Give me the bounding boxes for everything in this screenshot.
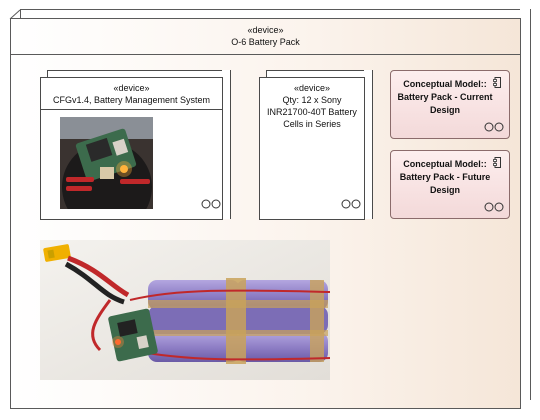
cells-node[interactable]: «device» Qty: 12 x Sony INR21700-40T Bat… xyxy=(259,77,365,220)
component-current-line-1: Conceptual Model:: xyxy=(403,79,487,89)
cells-node-side xyxy=(364,70,373,219)
cells-bottom-row xyxy=(148,332,328,362)
component-future-line-2: Battery Pack - Future xyxy=(399,172,491,182)
package-header: «device» O-6 Battery Pack xyxy=(10,18,521,55)
bms-node-title: CFGv1.4, Battery Management System xyxy=(52,95,211,105)
bms-photo xyxy=(60,117,153,209)
package-title: O-6 Battery Pack xyxy=(231,37,300,47)
cells-node-stereotype: «device» xyxy=(293,83,331,93)
component-future-design-label: Conceptual Model:: Battery Pack - Future… xyxy=(397,158,493,197)
cells-node-header: «device» Qty: 12 x Sony INR21700-40T Bat… xyxy=(260,78,364,130)
package-stereotype: «device» xyxy=(247,25,284,35)
battery-pack-photo xyxy=(40,240,330,380)
component-future-line-3: Design xyxy=(429,185,460,195)
bms-node-stereotype: «device» xyxy=(113,83,150,93)
bms-node-header: «device» CFGv1.4, Battery Management Sys… xyxy=(41,78,222,110)
bms-node-side xyxy=(222,70,231,219)
cells-node-title-line-1: Qty: 12 x Sony xyxy=(282,95,342,105)
component-current-link-icon xyxy=(484,122,504,132)
component-icon xyxy=(493,77,501,88)
component-future-link-icon xyxy=(484,202,504,212)
component-icon xyxy=(493,157,501,168)
bms-node-link-icon xyxy=(201,199,221,209)
component-future-design[interactable]: Conceptual Model:: Battery Pack - Future… xyxy=(390,150,510,219)
component-current-line-3: Design xyxy=(429,105,460,115)
component-future-line-1: Conceptual Model:: xyxy=(403,159,487,169)
cells-node-title-line-2: INR21700-40T Battery xyxy=(267,107,357,117)
package-side-face xyxy=(520,9,531,400)
component-current-design[interactable]: Conceptual Model:: Battery Pack - Curren… xyxy=(390,70,510,139)
component-current-line-2: Battery Pack - Current xyxy=(397,92,493,102)
cells-node-title-line-3: Cells in Series xyxy=(283,119,341,129)
cells-node-link-icon xyxy=(341,199,361,209)
package-corner xyxy=(9,9,21,20)
component-current-design-label: Conceptual Model:: Battery Pack - Curren… xyxy=(397,78,493,117)
